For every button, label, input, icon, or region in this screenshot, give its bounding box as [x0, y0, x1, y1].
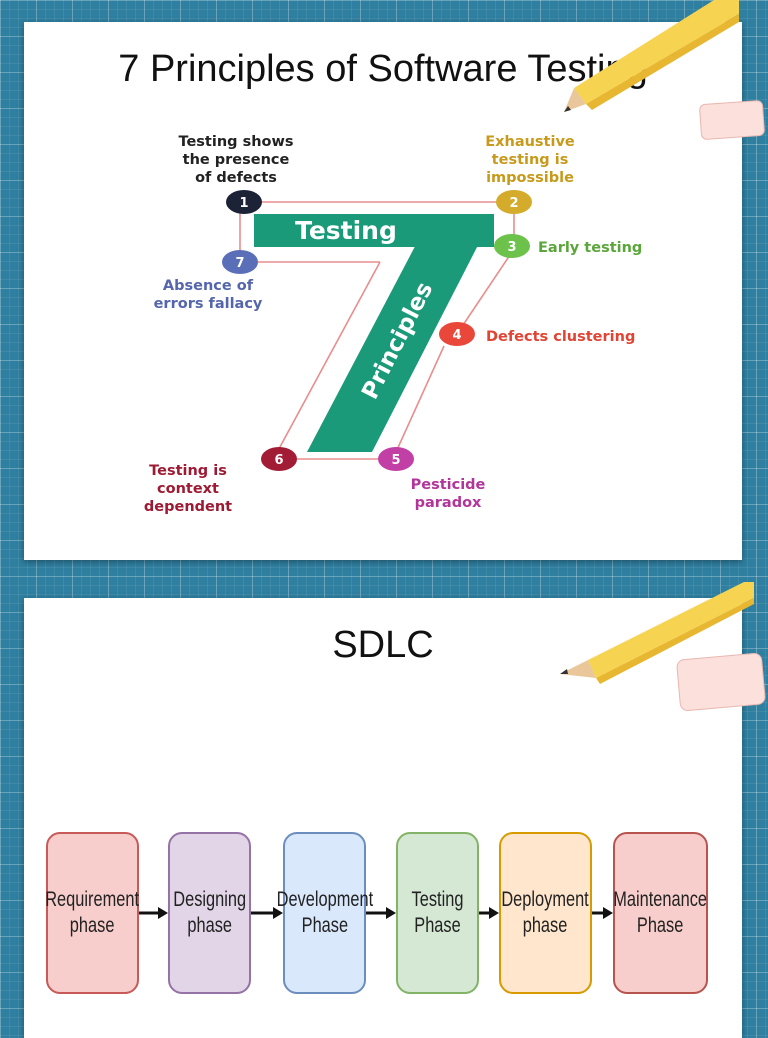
principle-label-line: Pesticide — [411, 477, 486, 493]
principle-node-number: 7 — [235, 256, 244, 271]
slide-principles: 7 Principles of Software Testing Testing… — [24, 0, 766, 560]
principle-node-4: 4 — [439, 322, 475, 346]
principle-label-3: Early testing — [538, 240, 642, 256]
principle-node-circle — [494, 234, 530, 258]
pencil-icon — [564, 0, 739, 112]
principle-node-number: 5 — [391, 453, 400, 468]
principle-node-3: 3 — [494, 234, 530, 258]
principle-label-5: Pesticide paradox — [411, 477, 486, 511]
phase-label: Designing phase — [173, 887, 246, 937]
principle-label-2: Exhaustive testing is impossible — [485, 134, 575, 186]
principle-label-line: Testing shows — [178, 134, 293, 150]
principle-node-circle — [496, 190, 532, 214]
flow-arrow-icon — [139, 907, 168, 919]
phase-label: Requirement phase — [45, 887, 140, 937]
principle-label-line: impossible — [486, 170, 574, 186]
phase-label: Development Phase — [276, 887, 373, 937]
phase-box: Maintenance Phase — [613, 832, 708, 994]
principle-node-circle — [261, 447, 297, 471]
principle-node-number: 1 — [239, 196, 248, 211]
principles-diagram: Testing Principles 1 2 3 4 5 6 7 Testing shows… — [144, 134, 642, 515]
principle-node-2: 2 — [496, 190, 532, 214]
principle-node-circle — [222, 250, 258, 274]
principle-node-1: 1 — [226, 190, 262, 214]
phase-box: Requirement phase — [46, 832, 139, 994]
phase-label: Testing Phase — [411, 887, 464, 937]
phase-box: Deployment phase — [499, 832, 592, 994]
principle-node-number: 2 — [509, 196, 518, 211]
principle-node-circle — [439, 322, 475, 346]
principle-node-circle — [378, 447, 414, 471]
principle-node-circle — [226, 190, 262, 214]
principle-label-line: the presence — [183, 152, 290, 168]
principle-label-line: Absence of — [163, 278, 254, 294]
principle-label-line: context — [157, 481, 219, 497]
flow-arrow-icon — [251, 907, 283, 919]
principle-node-5: 5 — [378, 447, 414, 471]
slide-title-principles: 7 Principles of Software Testing — [118, 48, 648, 90]
eraser-icon — [675, 652, 767, 712]
phase-box: Development Phase — [276, 832, 373, 994]
slide-sdlc: SDLC Requirement phase Designing phase Dev… — [24, 582, 767, 1038]
phase-box: Designing phase — [168, 832, 251, 994]
principle-label-line: paradox — [415, 495, 482, 511]
principle-label-line: dependent — [144, 499, 232, 515]
principle-node-number: 3 — [507, 240, 516, 255]
principle-node-7: 7 — [222, 250, 258, 274]
principle-label-line: of defects — [195, 170, 277, 186]
principle-label-line: Defects clustering — [486, 329, 635, 345]
principle-node-number: 6 — [274, 453, 283, 468]
principle-label-line: Early testing — [538, 240, 642, 256]
principle-label-line: testing is — [492, 152, 569, 168]
principle-label-line: errors fallacy — [154, 296, 263, 312]
eraser-icon — [698, 99, 766, 141]
flow-arrow-icon — [479, 907, 499, 919]
principle-label-6: Testing is context dependent — [144, 463, 232, 515]
phase-box: Testing Phase — [396, 832, 479, 994]
phase-label: Deployment phase — [501, 887, 590, 937]
flow-arrow-icon — [366, 907, 396, 919]
big-seven-graphic: Testing Principles — [254, 214, 494, 452]
word-testing: Testing — [295, 216, 397, 245]
principle-label-line: Testing is — [149, 463, 227, 479]
principle-node-6: 6 — [261, 447, 297, 471]
principle-label-line: Exhaustive — [485, 134, 575, 150]
flow-arrow-icon — [592, 907, 613, 919]
slide-title-sdlc: SDLC — [332, 624, 434, 666]
principle-node-number: 4 — [452, 328, 461, 343]
principle-nodes: 1 2 3 4 5 6 7 — [222, 190, 532, 471]
principle-label-1: Testing shows the presence of defects — [178, 134, 293, 186]
seven-diagonal-bar — [307, 214, 494, 452]
principle-label-7: Absence of errors fallacy — [154, 278, 263, 312]
principle-labels: Testing shows the presence of defects Exhau… — [144, 134, 642, 515]
principle-label-4: Defects clustering — [486, 329, 635, 345]
pencil-icon — [560, 582, 754, 684]
phase-label: Maintenance Phase — [613, 887, 708, 937]
